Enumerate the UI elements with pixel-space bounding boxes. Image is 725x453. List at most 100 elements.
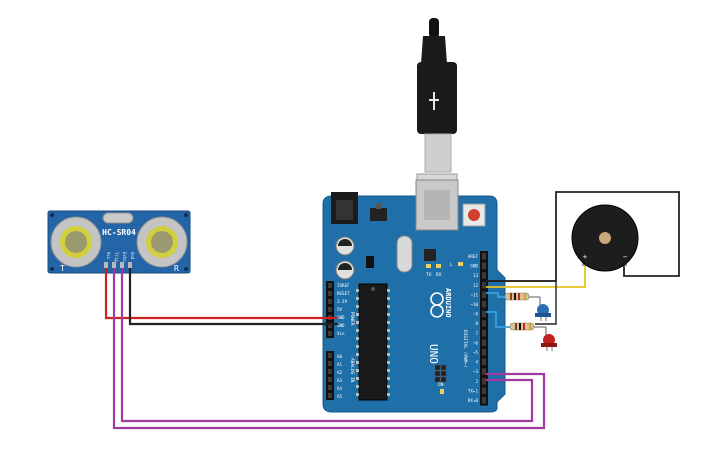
sensor-pin-echo[interactable] [120, 262, 124, 268]
wire-buzzer-signal [486, 266, 586, 288]
digital-pin-label: ~3 [473, 369, 479, 374]
power-pin-label: 5V [337, 307, 343, 312]
transducer-left [50, 216, 102, 268]
digital-pin[interactable] [482, 301, 486, 308]
buzzer-port [599, 232, 611, 244]
digital-pin-label: 12 [473, 283, 479, 288]
analog-pin[interactable] [328, 385, 332, 390]
sensor-pin-label: Vcc [106, 252, 111, 260]
rx-led-label: RX [436, 272, 442, 278]
model-label: UNO [427, 344, 440, 364]
power-pin[interactable] [328, 299, 332, 304]
led-blue[interactable] [535, 297, 551, 321]
digital-pin-label: 13 [473, 273, 479, 278]
wire-5v [104, 268, 338, 320]
analog-pin-label: A2 [337, 370, 343, 375]
wires [104, 191, 680, 430]
digital-pin[interactable] [482, 310, 486, 318]
power-pin-label: 3.3V [337, 299, 348, 304]
wire-led1-signal [486, 292, 505, 298]
resistor-1[interactable] [504, 292, 530, 301]
analog-pin-label: A4 [337, 386, 343, 391]
digital-pin[interactable] [482, 358, 486, 366]
wire-echo [120, 268, 534, 423]
brand-label: ARDUINO [444, 288, 452, 318]
digital-pin[interactable] [482, 329, 486, 337]
icsp-pin [434, 376, 441, 383]
led-red[interactable] [541, 327, 557, 351]
analog-pin[interactable] [328, 393, 332, 398]
power-pin[interactable] [328, 323, 332, 328]
power-pin-label: GND [337, 315, 345, 320]
digital-header-label: DIGITAL (PWM~) [462, 330, 468, 368]
power-pin[interactable] [328, 283, 332, 288]
power-pin[interactable] [328, 291, 332, 296]
piezo-buzzer[interactable]: + − [571, 204, 639, 272]
arduino-uno[interactable]: TX RX L ON ARDUINO UNO IOREFRESET3.3V5VG… [322, 179, 506, 413]
power-pin[interactable] [328, 331, 332, 336]
analog-pin[interactable] [328, 377, 332, 382]
icsp-pin [440, 376, 447, 383]
analog-header-label: ANALOG IN [349, 358, 355, 383]
digital-pin[interactable] [482, 349, 486, 356]
analog-pin[interactable] [328, 353, 332, 358]
tx-led-label: TX [426, 272, 432, 278]
analog-pin-label: A5 [337, 394, 343, 399]
digital-pin-label: ~5 [473, 350, 479, 355]
digital-pin[interactable] [482, 368, 486, 375]
analog-pin-label: A1 [337, 362, 343, 367]
icsp-pin [440, 364, 447, 371]
digital-pin[interactable] [482, 253, 486, 260]
arduino-logo [430, 292, 444, 318]
buzzer-plus-label: + [583, 253, 587, 261]
digital-pin-label: AREF [468, 254, 479, 259]
sensor-pin-label: Echo [122, 252, 127, 262]
digital-pin-label: RX◂0 [468, 398, 479, 403]
analog-pin-label: A0 [337, 354, 343, 359]
digital-pin[interactable] [482, 272, 486, 279]
icsp-pin [434, 370, 441, 377]
wire-gnd-sensor [128, 268, 338, 326]
digital-pin[interactable] [482, 387, 486, 394]
sensor-pin-label: Trig [114, 252, 119, 262]
digital-pin-label: 2 [475, 379, 478, 384]
power-pin-label: IOREF [337, 283, 350, 288]
icsp-pin [434, 364, 441, 371]
usb-cable [416, 18, 458, 201]
sensor-t-label: T [60, 264, 65, 273]
digital-pin-label: GND [470, 264, 478, 269]
wire-led-gnd [486, 280, 557, 325]
power-pin[interactable] [328, 307, 332, 312]
sensor-pin-trig[interactable] [112, 262, 116, 268]
power-pin-label: RESET [337, 291, 350, 296]
analog-pin-label: A3 [337, 378, 343, 383]
sensor-r-label: R [174, 264, 179, 273]
digital-pin-label: TX▸1 [468, 388, 479, 393]
digital-pin[interactable] [482, 397, 486, 404]
digital-pin[interactable] [482, 262, 486, 270]
resistor-2[interactable] [509, 322, 535, 331]
sensor-pin-vcc[interactable] [104, 262, 108, 268]
digital-pin-label: ~6 [473, 340, 479, 345]
l-led-label: L [450, 262, 453, 268]
digital-pin[interactable] [482, 281, 486, 289]
digital-pin-label: ~11 [470, 292, 478, 297]
digital-pin-label: 8 [475, 321, 478, 326]
power-pin-label: Vin [337, 331, 345, 336]
digital-pin[interactable] [482, 377, 486, 385]
digital-pin-label: ~9 [473, 312, 479, 317]
sensor-pin-gnd[interactable] [128, 262, 132, 268]
power-pin-label: GND [337, 323, 345, 328]
analog-pin[interactable] [328, 369, 332, 374]
digital-pin[interactable] [482, 339, 486, 346]
atmega-chip [358, 283, 388, 401]
digital-pin[interactable] [482, 291, 486, 298]
digital-pin-label: 7 [475, 331, 478, 336]
power-header-label: POWER [349, 312, 355, 326]
digital-pin[interactable] [482, 320, 486, 327]
sensor-pin-label: Gnd [130, 252, 135, 260]
buzzer-minus-label: − [623, 253, 627, 261]
analog-pin[interactable] [328, 361, 332, 366]
